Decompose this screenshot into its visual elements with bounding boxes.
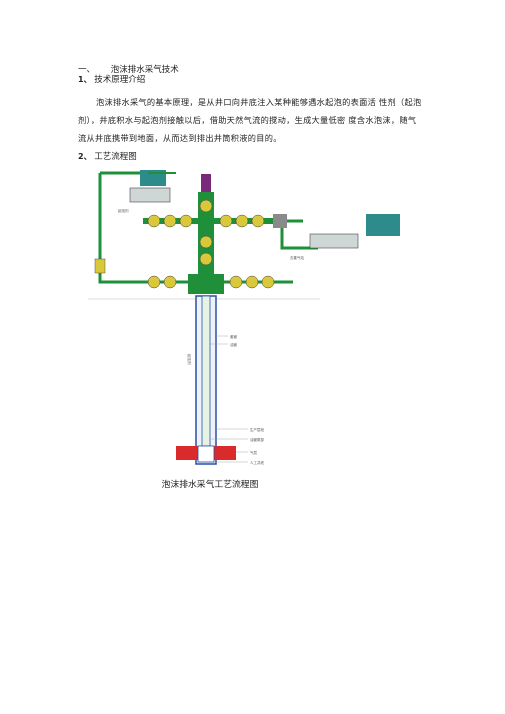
valve-icon [179,214,193,228]
valve-icon [147,214,161,228]
tubing-tail-label: 油管尾部 [250,437,264,442]
valve-icon [199,199,213,213]
foam-label: 起泡剂 [187,354,192,365]
left-valve-icon [94,258,106,274]
figure-caption: 泡沫排水采气工艺流程图 [161,480,259,490]
tubing [201,295,211,447]
left-tank [129,187,171,203]
paragraph-line: 泡沫排水采气的基本原理，是从井口向井底注入某种能够遇水起泡的表面活 性剂（起泡 [96,97,422,107]
right-separator-icon [366,214,400,236]
right-tank [309,233,359,249]
tubing-label: 油管 [230,342,237,347]
valve-icon [219,214,233,228]
valve-icon [235,214,249,228]
subheading-principle: 1、 技术原理介绍 [78,75,145,85]
principle-paragraph: 泡沫排水采气的基本原理，是从井口向井底注入某种能够遇水起泡的表面活 性剂（起泡 … [78,93,438,147]
section-title: 泡沫排水采气技术 [110,65,179,75]
gas-zone-label: 气层 [250,450,258,455]
outlet-pipe [280,219,318,250]
valve-icon [245,275,259,289]
paragraph-line: 剂），井底积水与起泡剂接触以后，借助天然气流的搅动，生成大量低密 度含水泡沫，随… [78,115,417,125]
lower-valves [147,275,275,289]
top-cap-icon [201,174,211,192]
valve-icon [199,252,213,266]
bottom-hole [197,445,215,463]
tubing-head [188,274,224,294]
valve-icon [163,214,177,228]
leader-lines [210,335,248,463]
valve-icon [251,214,265,228]
subheading-title: 工艺流程图 [94,152,137,162]
valve-icon [163,275,177,289]
valve-icon [199,235,213,249]
valve-icon [147,275,161,289]
left-tank-label: 起泡剂 [118,208,129,213]
section-heading: 一、 泡沫排水采气技术 [78,65,179,75]
section-number: 一、 [78,65,96,75]
subheading-title: 技术原理介绍 [94,75,146,85]
paragraph-line: 流从井底携带到地面，从而达到排出井筒积液的目的。 [78,133,282,143]
choke-icon [273,214,287,228]
valve-icon [261,275,275,289]
process-flow-diagram: 起泡剂 去集气站 [88,170,400,465]
artificial-bottom-label: 人工井底 [250,460,264,465]
subheading-flowchart: 2、 工艺流程图 [78,152,137,162]
valve-icon [229,275,243,289]
subheading-number: 1、 [78,75,92,84]
subheading-number: 2、 [78,152,92,161]
casing-label: 套管 [230,334,237,339]
upper-valves [147,199,265,266]
production-zone-label: 生产层段 [250,427,264,432]
right-tank-label: 去集气站 [290,255,304,260]
